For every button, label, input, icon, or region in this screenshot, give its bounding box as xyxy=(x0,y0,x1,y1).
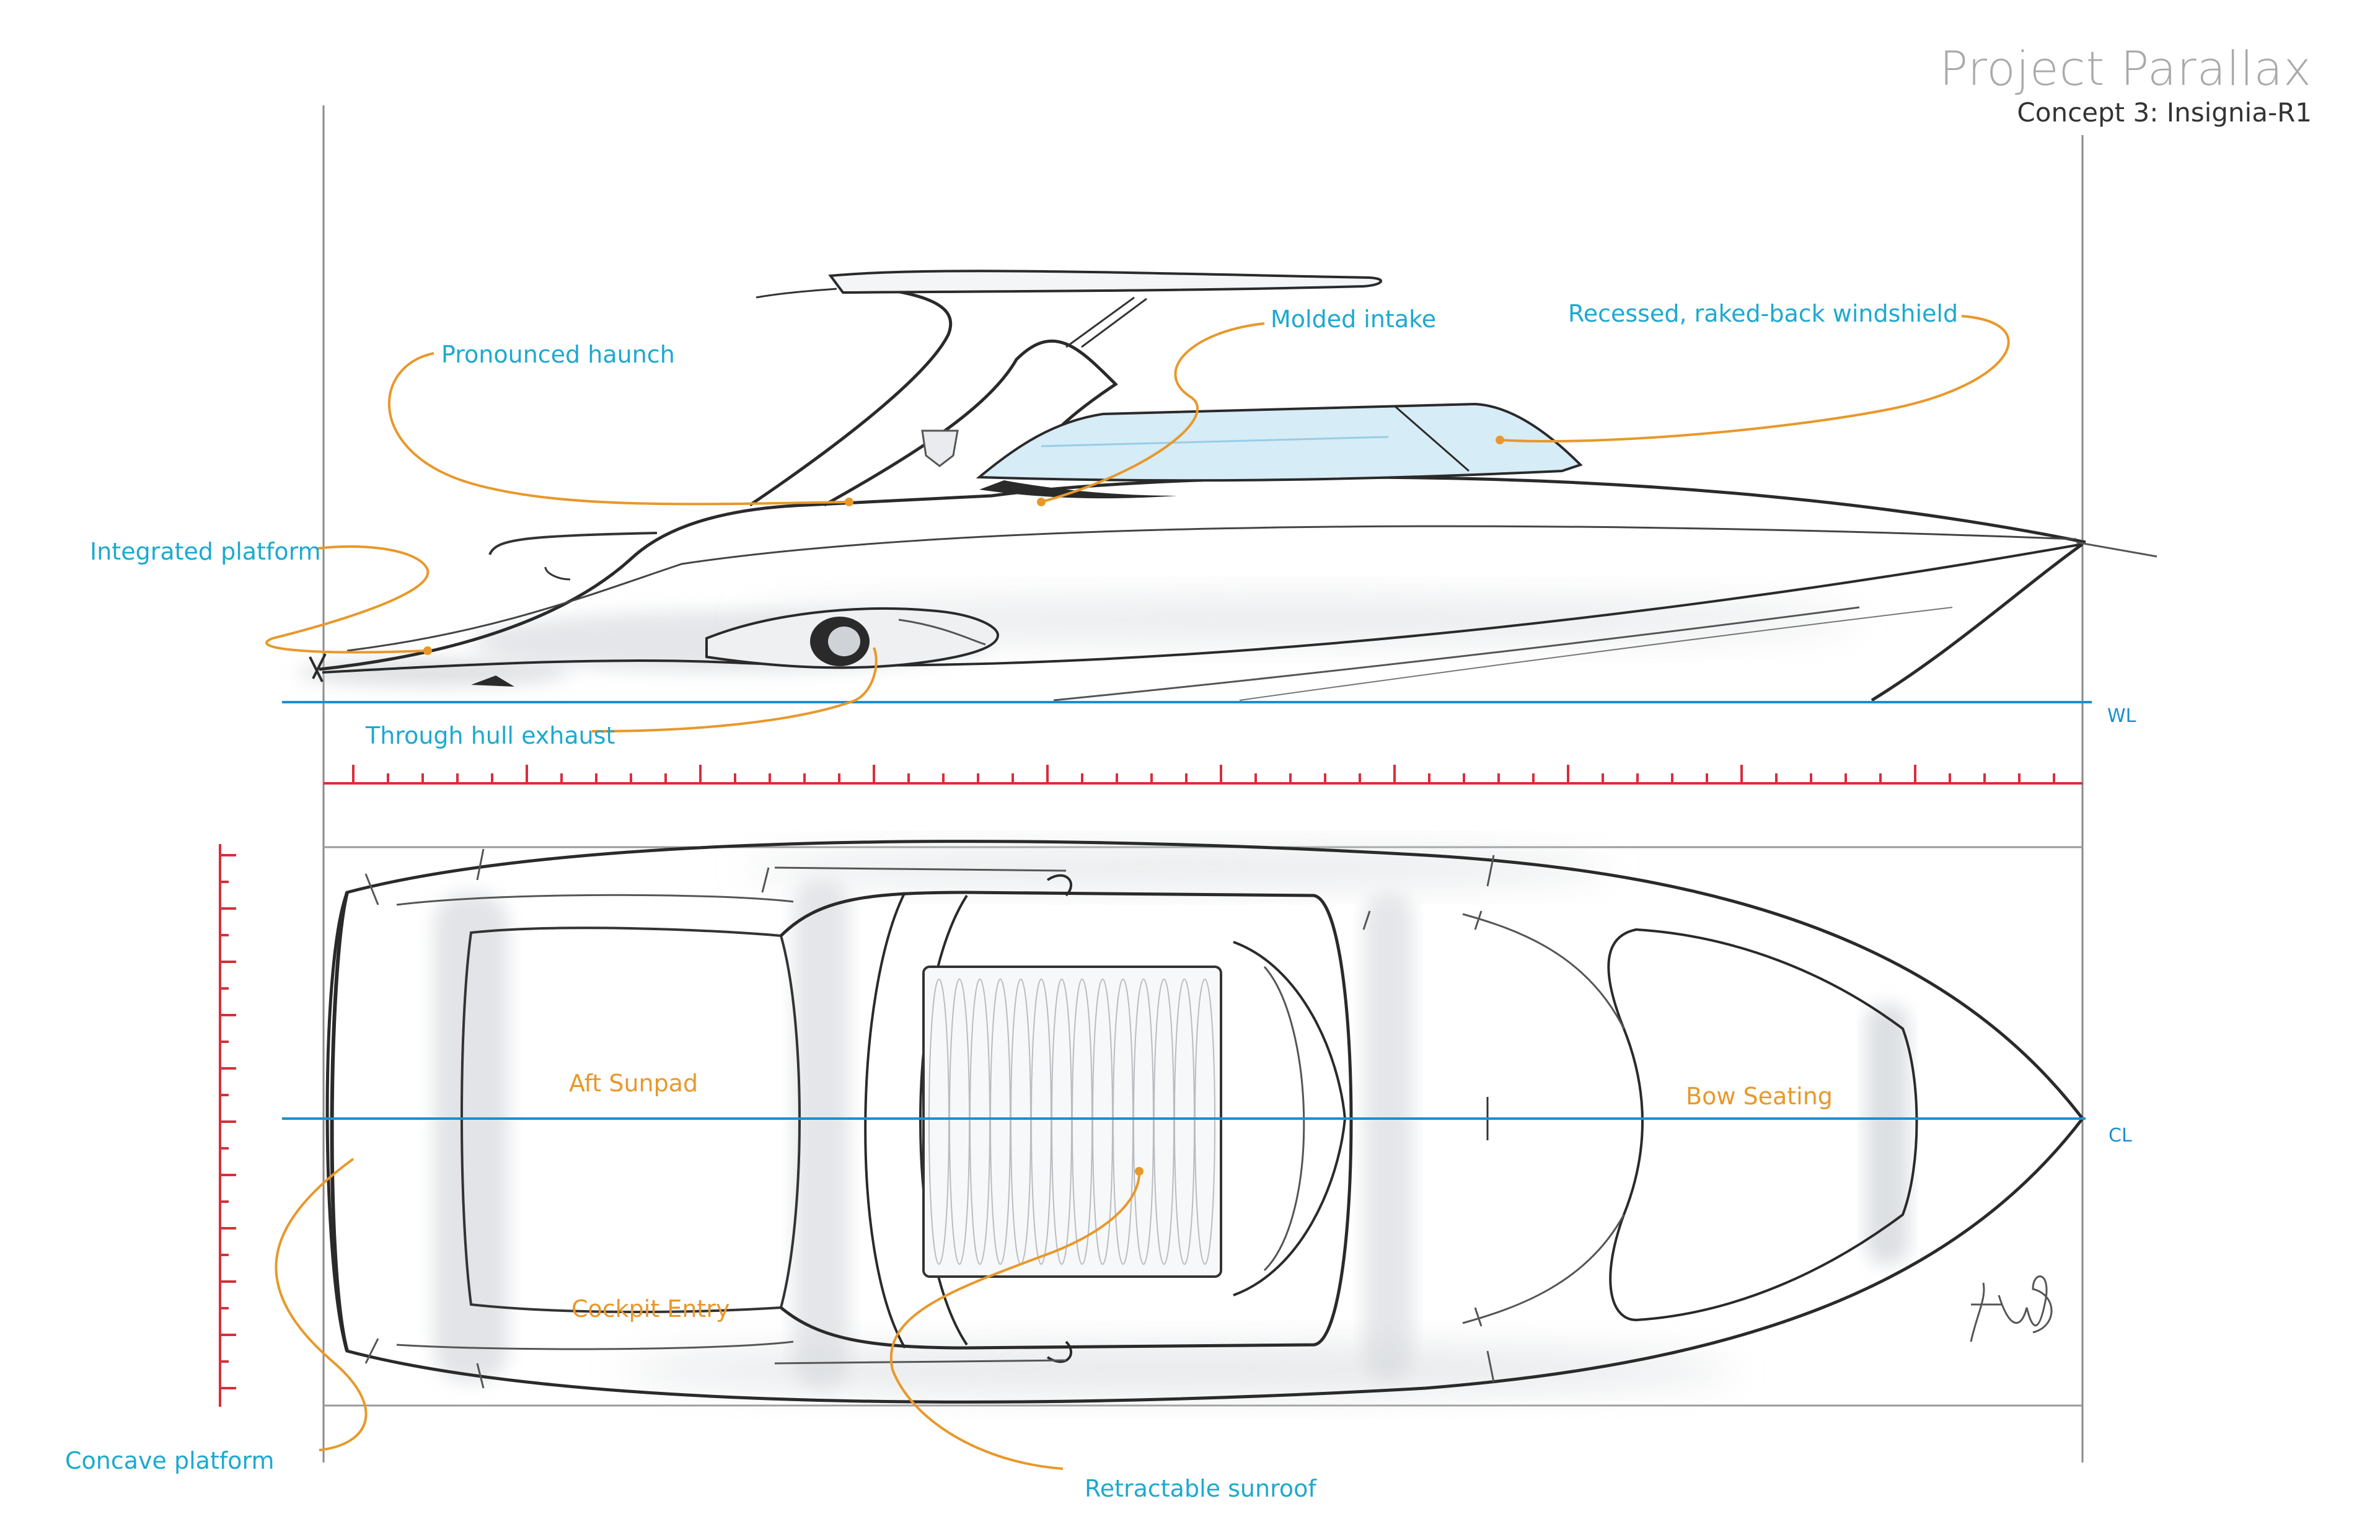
project-title: Project Parallax xyxy=(1939,41,2312,96)
aft-rail xyxy=(488,532,658,555)
arch-rear xyxy=(749,282,953,507)
callout-concave-platform: Concave platform xyxy=(65,1447,275,1474)
bow-stem xyxy=(1871,542,2084,702)
sunroof-slats xyxy=(928,979,1215,1265)
callout-windshield: Recessed, raked-back windshield xyxy=(1568,300,1959,327)
aft-sunpad-outline xyxy=(461,926,801,1313)
label-aft-sunpad: Aft Sunpad xyxy=(569,1070,699,1097)
windshield-glass xyxy=(976,402,1583,482)
centerline-label: CL xyxy=(2109,1125,2132,1146)
shield-emblem-icon xyxy=(921,429,959,467)
leader-through-hull-exhaust xyxy=(591,647,878,733)
lower-hull-strake xyxy=(1053,606,1860,702)
callout-molded-intake: Molded intake xyxy=(1271,306,1437,333)
label-bow-seating: Bow Seating xyxy=(1686,1083,1833,1110)
hardtop xyxy=(828,270,1383,294)
callout-integrated-platform: Integrated platform xyxy=(90,538,321,565)
vertical-scale-ruler xyxy=(219,844,236,1407)
callout-through-hull-exhaust: Through hull exhaust xyxy=(366,722,615,749)
callout-retractable-sunroof: Retractable sunroof xyxy=(1085,1475,1316,1502)
side-profile-view xyxy=(298,270,2157,702)
arch-struts xyxy=(1065,296,1147,348)
label-cockpit-entry: Cockpit Entry xyxy=(571,1295,730,1322)
leader-windshield xyxy=(1499,315,2010,442)
haunch-line xyxy=(346,525,2077,652)
artist-signature xyxy=(1970,1275,2053,1342)
leader-pronounced-haunch xyxy=(388,352,850,506)
hull-outline-plan xyxy=(325,840,2085,1404)
leader-molded-intake xyxy=(1041,322,1265,503)
title-block: Project Parallax Concept 3: Insignia-R1 xyxy=(1939,41,2312,128)
chine-line xyxy=(322,543,2083,674)
waterline-label: WL xyxy=(2107,705,2136,727)
concept-subtitle: Concept 3: Insignia-R1 xyxy=(2017,97,2312,128)
leader-lines xyxy=(265,315,2010,1470)
molded-intake xyxy=(979,480,1178,499)
rudder xyxy=(471,675,514,687)
sunroof-slat xyxy=(1194,979,1215,1265)
sheer-line xyxy=(319,475,2086,671)
bow-extension xyxy=(2076,541,2157,558)
callout-pronounced-haunch: Pronounced haunch xyxy=(441,341,675,368)
leader-retractable-sunroof xyxy=(890,1171,1141,1470)
plan-view xyxy=(325,840,2085,1404)
transom-mark xyxy=(309,653,327,682)
cockpit-rim xyxy=(780,891,1353,1350)
leader-integrated-platform xyxy=(265,545,430,654)
leader-concave-platform xyxy=(275,1158,368,1451)
horizontal-scale-ruler xyxy=(324,765,2082,785)
strake-2 xyxy=(1239,607,1953,701)
